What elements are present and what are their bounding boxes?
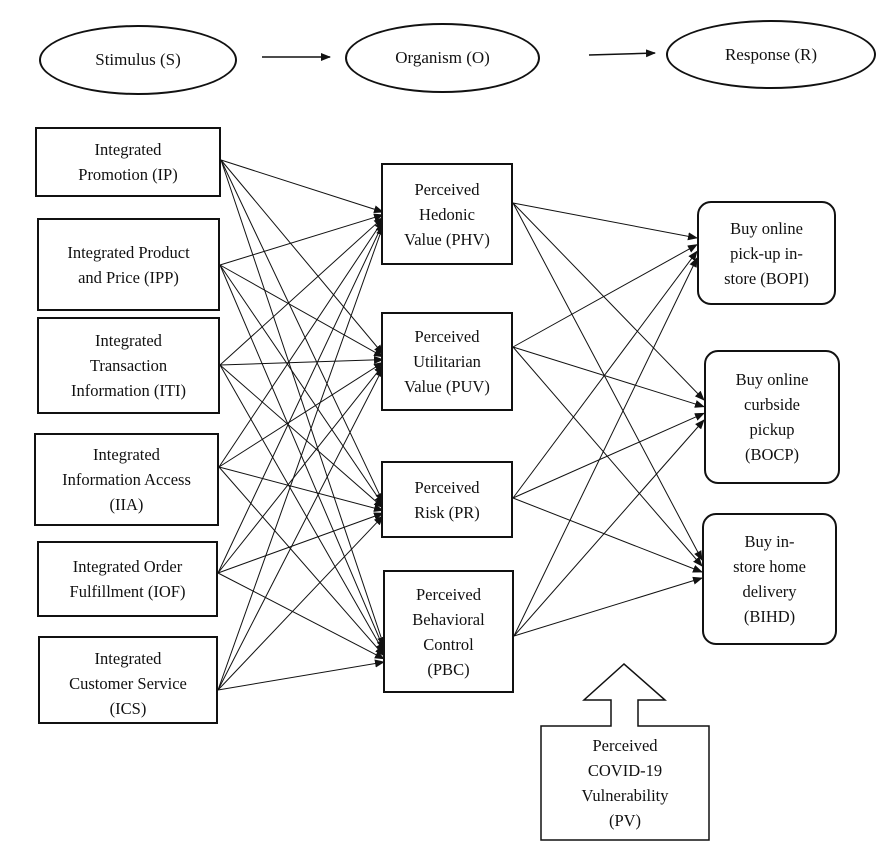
edge-puv-to-bocp [512, 346, 705, 408]
node-puv: Perceived Utilitarian Value (PUV) [381, 312, 513, 411]
edge-iof-to-pr [217, 512, 384, 574]
edge-phv-to-bihd [512, 202, 703, 561]
node-iia: Integrated Information Access (IIA) [34, 433, 219, 526]
edge-iia-to-puv [218, 361, 384, 468]
edge-ip-to-phv [220, 159, 384, 214]
stage-organism: Organism (O) [345, 23, 540, 93]
node-ip: Integrated Promotion (IP) [35, 127, 221, 197]
edge-pbc-to-bopi [513, 257, 698, 637]
node-iof: Integrated Order Fulfillment (IOF) [37, 541, 218, 617]
stage-organism-label: Organism (O) [395, 48, 490, 67]
node-bocp-label: Buy online curbside pickup (BOCP) [735, 370, 809, 464]
node-pr-label: Perceived Risk (PR) [414, 477, 480, 522]
node-ipp: Integrated Product and Price (IPP) [37, 218, 220, 311]
edge-iti-to-phv [219, 216, 384, 366]
edge-iia-to-phv [218, 219, 384, 468]
node-ipp-label: Integrated Product and Price (IPP) [67, 242, 190, 287]
edge-phv-to-bopi [512, 202, 698, 241]
stage-response: Response (R) [666, 20, 876, 89]
edge-iti-to-pr [219, 364, 384, 509]
edge-iof-to-puv [217, 364, 384, 574]
node-pr: Perceived Risk (PR) [381, 461, 513, 538]
node-iti-label: Integrated Transaction Information (ITI) [71, 331, 186, 400]
node-ics: Integrated Customer Service (ICS) [38, 636, 218, 724]
edge-ics-to-pr [217, 515, 384, 691]
stage-stimulus: Stimulus (S) [39, 25, 237, 95]
node-bopi: Buy online pick-up in- store (BOPI) [697, 201, 836, 305]
node-phv-label: Perceived Hedonic Value (PHV) [404, 179, 490, 249]
edge-ipp-to-pr [219, 264, 384, 506]
edge-iof-to-phv [217, 222, 384, 574]
stage-response-label: Response (R) [724, 44, 818, 64]
edge-ipp-to-phv [219, 213, 384, 266]
edge-iti-to-puv [219, 355, 384, 366]
node-pbc-label: Perceived Behavioral Control (PBC) [412, 584, 485, 679]
node-bihd-label: Buy in- store home delivery (BIHD) [733, 532, 806, 626]
node-bocp: Buy online curbside pickup (BOCP) [704, 350, 840, 484]
node-ip-label: Integrated Promotion (IP) [78, 140, 178, 184]
edge-iti-to-pbc [219, 364, 385, 654]
edge-ics-to-phv [217, 225, 384, 691]
node-phv: Perceived Hedonic Value (PHV) [381, 163, 513, 265]
edge-ipp-to-pbc [219, 264, 385, 651]
node-ics-label: Integrated Customer Service (ICS) [69, 649, 187, 718]
edge-iia-to-pbc [218, 466, 385, 657]
node-puv-label: Perceived Utilitarian Value (PUV) [404, 327, 490, 396]
edge-puv-to-bopi [512, 244, 698, 348]
edge-pr-to-bihd [512, 497, 703, 573]
node-iof-label: Integrated Order Fulfillment (IOF) [69, 557, 186, 601]
edge-pr-to-bocp [512, 412, 705, 499]
node-pbc: Perceived Behavioral Control (PBC) [383, 570, 514, 693]
edge-ics-to-pbc [217, 659, 385, 691]
node-bopi-label: Buy online pick-up in- store (BOPI) [724, 218, 809, 288]
edge-pr-to-bopi [512, 250, 698, 499]
edge-phv-to-bocp [512, 202, 705, 401]
node-pv-label: Perceived COVID-19 Vulnerability (PV) [581, 736, 669, 830]
edge-iof-to-pbc [217, 572, 385, 660]
edge-ics-to-puv [217, 367, 384, 691]
edge-pbc-to-bocp [513, 419, 705, 637]
edge-ipp-to-puv [219, 264, 384, 358]
edge-ip-to-pbc [220, 159, 385, 647]
node-iti: Integrated Transaction Information (ITI) [37, 317, 220, 414]
node-bihd: Buy in- store home delivery (BIHD) [702, 513, 837, 645]
edge-ip-to-puv [220, 159, 384, 355]
edge-puv-to-bihd [512, 346, 703, 567]
stage-stimulus-label: Stimulus (S) [95, 50, 181, 69]
arrow-organism-to-response [588, 49, 656, 58]
edge-pbc-to-bihd [513, 576, 703, 637]
edge-iia-to-pr [218, 466, 384, 512]
node-iia-label: Integrated Information Access (IIA) [62, 445, 191, 514]
edge-ip-to-pr [220, 159, 384, 503]
